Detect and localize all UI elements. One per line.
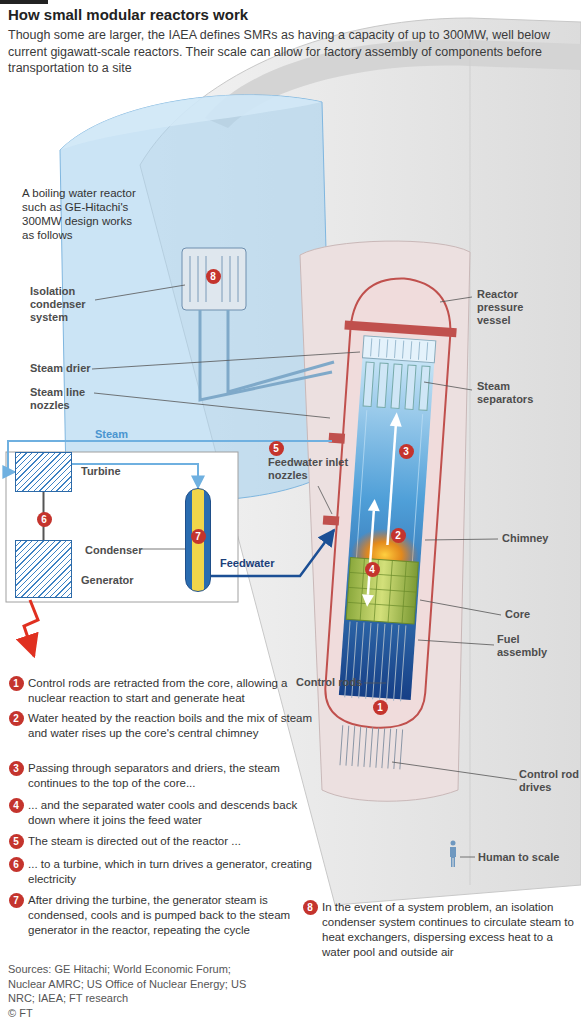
part-label: Control rods	[296, 676, 368, 689]
callout-number: 2	[391, 528, 406, 543]
flow-connector	[72, 464, 198, 488]
callout-number: 4	[365, 562, 380, 577]
step-text: The steam is directed out of the reactor…	[28, 834, 313, 849]
step-text: ... and the separated water cools and de…	[28, 798, 313, 828]
callout-number: 3	[399, 444, 414, 459]
callout-number: 7	[9, 893, 24, 908]
callout-number: 6	[9, 857, 24, 872]
callout-number: 1	[9, 676, 24, 691]
part-label: Steam line nozzles	[30, 386, 92, 412]
generator-box: Generator	[15, 540, 72, 598]
part-label: Steam drier	[30, 362, 110, 375]
callout-number: 1	[373, 700, 388, 715]
source-note: © FT	[8, 1006, 68, 1021]
part-label: Reactor pressure vessel	[477, 288, 539, 327]
callout-number: 6	[37, 512, 52, 527]
step-text: ... to a turbine, which in turn drives a…	[28, 857, 313, 887]
turbine-box: Turbine	[15, 452, 72, 492]
source-note: Sources: GE Hitachi; World Economic Foru…	[8, 962, 258, 1006]
step-text: In the event of a system problem, an iso…	[322, 900, 577, 960]
part-label: Isolation condenser system	[30, 285, 92, 324]
part-label: Chimney	[502, 532, 572, 545]
step-text: Passing through separators and driers, t…	[28, 761, 313, 791]
reactor-pressure-vessel	[306, 274, 460, 771]
callout-number: 3	[9, 761, 24, 776]
callout-number: 7	[191, 529, 206, 544]
isolation-condenser	[182, 248, 334, 400]
callout-number: 2	[9, 711, 24, 726]
component-label: Generator	[81, 574, 134, 586]
callout-number: 8	[303, 900, 318, 915]
chart-title: How small modular reactors work	[8, 6, 568, 23]
callout-number: 4	[9, 798, 24, 813]
callout-number: 5	[269, 441, 284, 456]
part-label: Steam	[95, 428, 145, 441]
part-label: Fuel assembly	[497, 633, 559, 659]
part-label: Control rod drives	[519, 768, 580, 794]
subtitle: Though some are larger, the IAEA defines…	[8, 27, 573, 77]
part-label: Feedwater inlet nozzles	[268, 456, 350, 482]
water-pool	[60, 95, 332, 501]
component-label: Condenser	[85, 544, 142, 556]
intro-text: A boiling water reactor such as GE-Hitac…	[22, 186, 140, 242]
reactor-shaft	[300, 241, 470, 801]
callout-number: 5	[9, 834, 24, 849]
part-label: Steam separators	[477, 380, 549, 406]
human-figure	[450, 841, 456, 868]
part-label: Core	[505, 608, 565, 621]
step-text: After driving the turbine, the generator…	[28, 893, 313, 938]
step-text: Water heated by the reaction boils and t…	[28, 711, 313, 741]
turbine-hall-frame	[6, 452, 238, 602]
callout-number: 8	[206, 269, 221, 284]
component-label: Turbine	[81, 465, 121, 477]
step-text: Control rods are retracted from the core…	[28, 676, 313, 706]
part-label: Feedwater	[220, 557, 300, 570]
top-bar	[0, 0, 48, 4]
part-label: Human to scale	[478, 851, 578, 864]
